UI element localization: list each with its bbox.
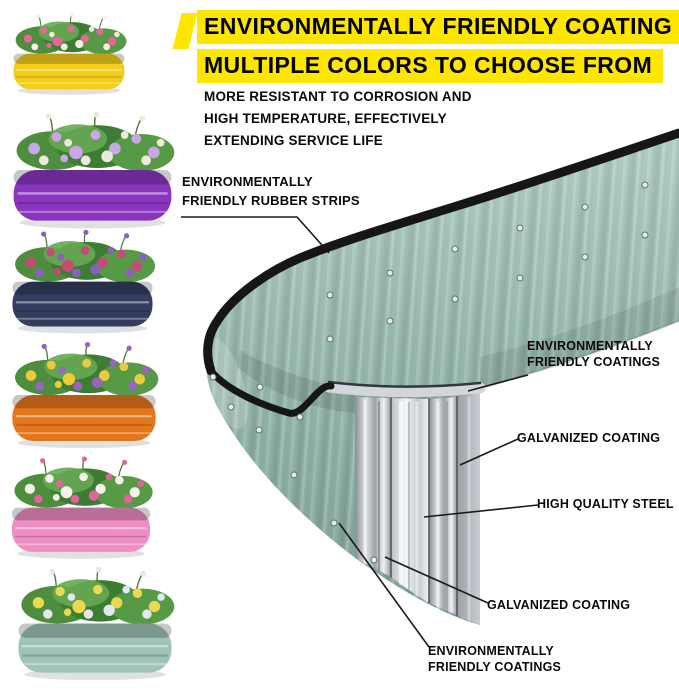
flowers-primary xyxy=(24,472,140,501)
leader-steel xyxy=(423,504,539,518)
leader-lines xyxy=(181,216,539,648)
coatings-bottom-line-1: ENVIRONMENTALLY xyxy=(428,644,554,658)
variant-thumb-navy-svg xyxy=(12,229,156,334)
variant-thumb-pink-svg xyxy=(11,456,153,559)
galvanized-layer-outer xyxy=(355,397,391,577)
steel-corrugation-lines xyxy=(363,396,471,622)
leader-rubber-strips xyxy=(181,216,330,254)
tub-corrugation xyxy=(15,301,150,320)
subtitle-line-1: MORE RESISTANT TO CORROSION AND xyxy=(204,89,472,104)
foliage xyxy=(15,240,156,283)
tub-body xyxy=(13,53,125,90)
tub-rim xyxy=(13,170,172,185)
variant-thumb-orange-svg xyxy=(12,342,159,449)
hero-cutaway-illustration xyxy=(179,125,679,684)
rubber-strips-label-line-1: ENVIRONMENTALLY xyxy=(182,174,313,189)
cut-edge-face xyxy=(457,393,480,625)
tub-corrugation xyxy=(15,526,147,546)
flowers-secondary xyxy=(34,229,147,278)
variant-thumb-yellow xyxy=(4,4,134,104)
flowers-secondary xyxy=(31,12,120,51)
rubber-strips-label: ENVIRONMENTALLY FRIENDLY RUBBER STRIPS xyxy=(182,172,360,210)
tub-body xyxy=(18,623,172,673)
tub-rim xyxy=(18,623,172,638)
headline-text-1: ENVIRONMENTALLY FRIENDLY COATING xyxy=(197,10,679,44)
flowers-secondary xyxy=(43,566,165,619)
rubber-strip-top xyxy=(203,128,679,376)
rubber-strip-near xyxy=(207,367,335,417)
variant-thumb-green xyxy=(0,565,190,683)
tub-body xyxy=(13,170,172,221)
coatings-top-line-1: ENVIRONMENTALLY xyxy=(527,339,653,353)
coatings-bottom-line-2: FRIENDLY COATINGS xyxy=(428,660,562,674)
corrugation-texture xyxy=(206,133,679,625)
galvanized-upper-label: GALVANIZED COATING xyxy=(517,431,661,445)
flowers-primary xyxy=(25,358,146,388)
far-wall-shadow xyxy=(480,287,679,388)
rivets xyxy=(209,181,649,564)
coatings-top-label: ENVIRONMENTALLY FRIENDLY COATINGS xyxy=(527,338,660,370)
tub-rim xyxy=(13,53,125,64)
yellow-accent-mark xyxy=(172,13,198,49)
flowers-primary xyxy=(25,246,143,275)
flowers-secondary xyxy=(34,456,145,504)
variant-thumb-purple-svg xyxy=(13,111,175,229)
headline-line-2: MULTIPLE COLORS TO CHOOSE FROM xyxy=(197,49,679,83)
variant-thumb-green-svg xyxy=(18,566,175,681)
subtitle-line-2: HIGH TEMPERATURE, EFFECTIVELY xyxy=(204,111,447,126)
headline-line-1: ENVIRONMENTALLY FRIENDLY COATING xyxy=(197,10,679,44)
tub-corrugation xyxy=(17,192,168,213)
tub-corrugation xyxy=(16,69,122,84)
variant-thumb-yellow-svg xyxy=(13,12,127,95)
flowers-primary xyxy=(28,130,160,163)
headline: ENVIRONMENTALLY FRIENDLY COATING MULTIPL… xyxy=(197,10,679,88)
variant-thumb-navy xyxy=(0,228,165,336)
garden-bed-cutaway-svg xyxy=(181,128,679,648)
rubber-strips-label-line-2: FRIENDLY RUBBER STRIPS xyxy=(182,193,360,208)
leader-galvanized-lower xyxy=(384,556,489,604)
tub-rim xyxy=(11,507,151,521)
metal-rim-channel xyxy=(323,381,486,398)
tub-corrugation xyxy=(22,645,168,666)
coatings-bottom-label: ENVIRONMENTALLY FRIENDLY COATINGS xyxy=(428,643,561,675)
leader-galvanized-upper xyxy=(459,438,519,466)
variant-thumb-orange xyxy=(0,338,168,453)
flowers-primary xyxy=(32,584,161,616)
subtitle-line-3: EXTENDING SERVICE LIFE xyxy=(204,133,383,148)
steel-label: HIGH QUALITY STEEL xyxy=(537,497,674,511)
subtitle: MORE RESISTANT TO CORROSION AND HIGH TEM… xyxy=(204,86,472,152)
variant-thumb-purple xyxy=(0,108,185,233)
tub-rim xyxy=(12,281,153,295)
flowers-secondary xyxy=(38,111,165,166)
tub-body xyxy=(12,395,156,442)
tub-body xyxy=(11,507,151,552)
galvanized-lower-label: GALVANIZED COATING xyxy=(487,598,631,612)
headline-text-2: MULTIPLE COLORS TO CHOOSE FROM xyxy=(197,49,664,83)
metal-rim-top-edge xyxy=(327,380,482,388)
tub-body xyxy=(12,281,153,327)
tub-corrugation xyxy=(15,415,153,434)
coatings-top-line-2: FRIENDLY COATINGS xyxy=(527,355,661,369)
flowers-secondary xyxy=(35,342,150,391)
tub-rim xyxy=(12,395,156,409)
flowers-primary xyxy=(23,25,117,49)
leader-coatings-top xyxy=(467,374,529,392)
leader-coatings-bottom xyxy=(338,522,430,648)
galvanized-layer-inner xyxy=(429,397,457,615)
variant-thumb-pink xyxy=(0,452,162,564)
